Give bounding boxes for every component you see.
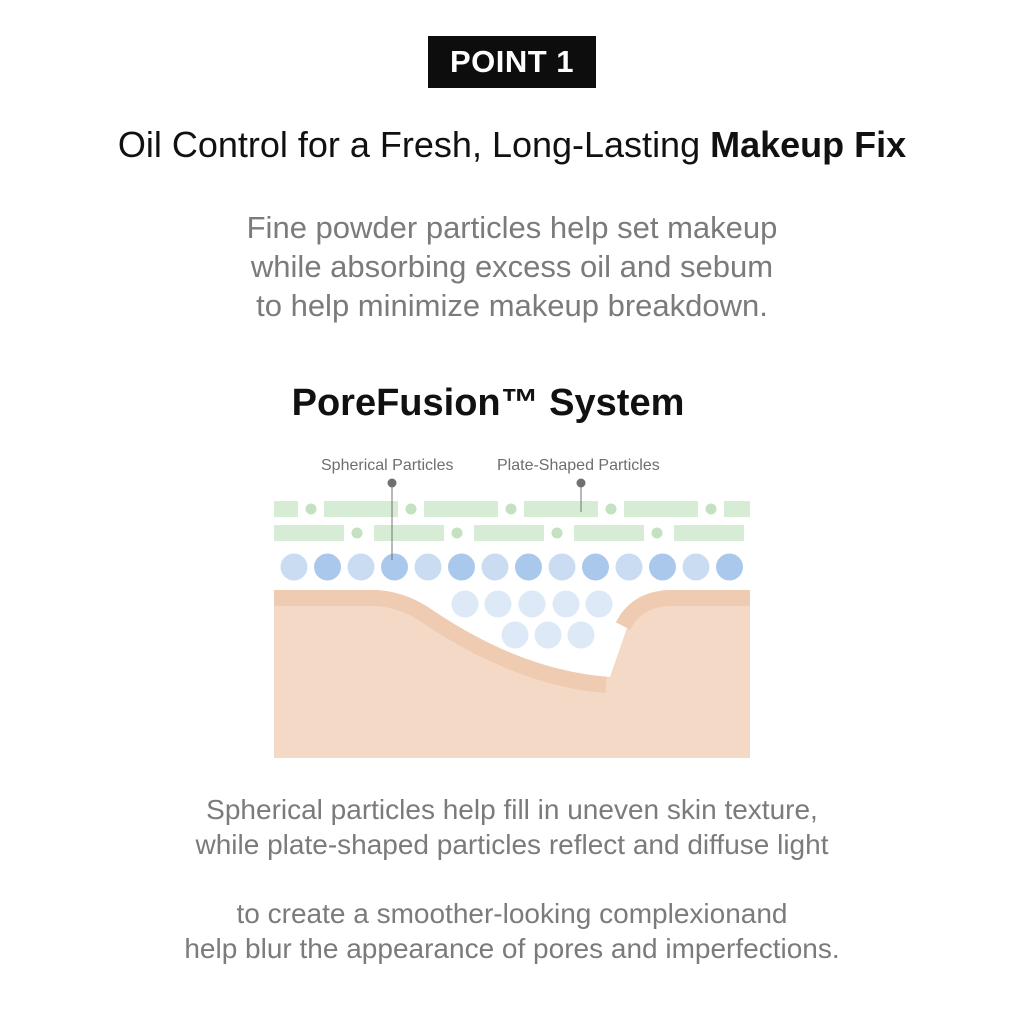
outro-line: help blur the appearance of pores and im… <box>184 933 840 964</box>
pore-filling-particles <box>451 590 613 649</box>
headline-bold: Makeup Fix <box>710 124 907 165</box>
intro-line: to help minimize makeup breakdown. <box>256 288 768 323</box>
plate-particle <box>624 501 698 517</box>
spherical-particles-label: Spherical Particles <box>321 457 454 474</box>
plate-dot <box>651 527 663 539</box>
spherical-particle <box>548 553 576 581</box>
skin-layer <box>274 590 750 758</box>
pore-sphere <box>484 590 512 618</box>
skin-base <box>274 590 750 758</box>
pore-sphere <box>518 590 546 618</box>
plate-dot <box>405 503 417 515</box>
plate-particle <box>424 501 498 517</box>
outro-line: to create a smoother-looking complexiona… <box>236 898 788 929</box>
spherical-particle <box>682 553 710 581</box>
spherical-particle <box>347 553 375 581</box>
point-badge: POINT 1 <box>428 36 596 88</box>
plate-particle <box>674 525 744 541</box>
pore-sphere <box>567 621 595 649</box>
spherical-particle <box>716 553 743 581</box>
headline-regular: Oil Control for a Fresh, Long-Lasting <box>117 124 711 165</box>
plate-particles-layer <box>274 501 817 541</box>
plate-dot <box>351 527 363 539</box>
plate-particle <box>574 525 644 541</box>
pore-sphere <box>585 590 613 618</box>
spherical-particles-layer <box>280 553 743 581</box>
plate-particle <box>374 525 444 541</box>
spherical-particle <box>481 553 509 581</box>
skin-edge <box>274 590 750 693</box>
outro-paragraph: Spherical particles help fill in uneven … <box>0 792 1024 966</box>
label-pointers <box>387 478 586 560</box>
headline: Oil Control for a Fresh, Long-Lasting Ma… <box>0 124 1024 166</box>
spherical-particle <box>280 553 308 581</box>
intro-line: Fine powder particles help set makeup <box>246 210 778 245</box>
outro-line: while plate-shaped particles reflect and… <box>195 829 829 860</box>
pore-sphere <box>501 621 529 649</box>
spherical-particle <box>414 553 442 581</box>
plate-dot <box>451 527 463 539</box>
spherical-particle <box>582 553 609 581</box>
plate-particle <box>474 525 544 541</box>
plate-dot <box>551 527 563 539</box>
spherical-particle <box>515 553 542 581</box>
pore-sphere <box>534 621 562 649</box>
plate-particle <box>524 501 598 517</box>
intro-paragraph: Fine powder particles help set makeup wh… <box>0 208 1024 325</box>
pore-sphere <box>451 590 479 618</box>
spherical-particle <box>615 553 643 581</box>
plate-dot <box>605 503 617 515</box>
intro-line: while absorbing excess oil and sebum <box>250 249 774 284</box>
outro-line: Spherical particles help fill in uneven … <box>206 794 818 825</box>
plate-dot <box>752 528 763 539</box>
plate-particle <box>274 525 344 541</box>
plate-particle <box>274 501 298 517</box>
plate-dot <box>505 503 517 515</box>
plate-dot <box>705 503 717 515</box>
plate-particles-label: Plate-Shaped Particles <box>497 457 660 474</box>
spherical-particle <box>448 553 475 581</box>
plate-particle <box>324 501 398 517</box>
plate-particle <box>724 501 750 517</box>
system-title: PoreFusion™ System <box>291 382 685 424</box>
spherical-particle <box>381 553 408 581</box>
spherical-particle <box>649 553 676 581</box>
spherical-pointer-dot <box>387 478 397 488</box>
plate-dot <box>806 504 817 515</box>
plate-pointer-dot <box>576 478 586 488</box>
spherical-particle <box>314 553 341 581</box>
pore-sphere <box>552 590 580 618</box>
plate-dot <box>305 503 317 515</box>
